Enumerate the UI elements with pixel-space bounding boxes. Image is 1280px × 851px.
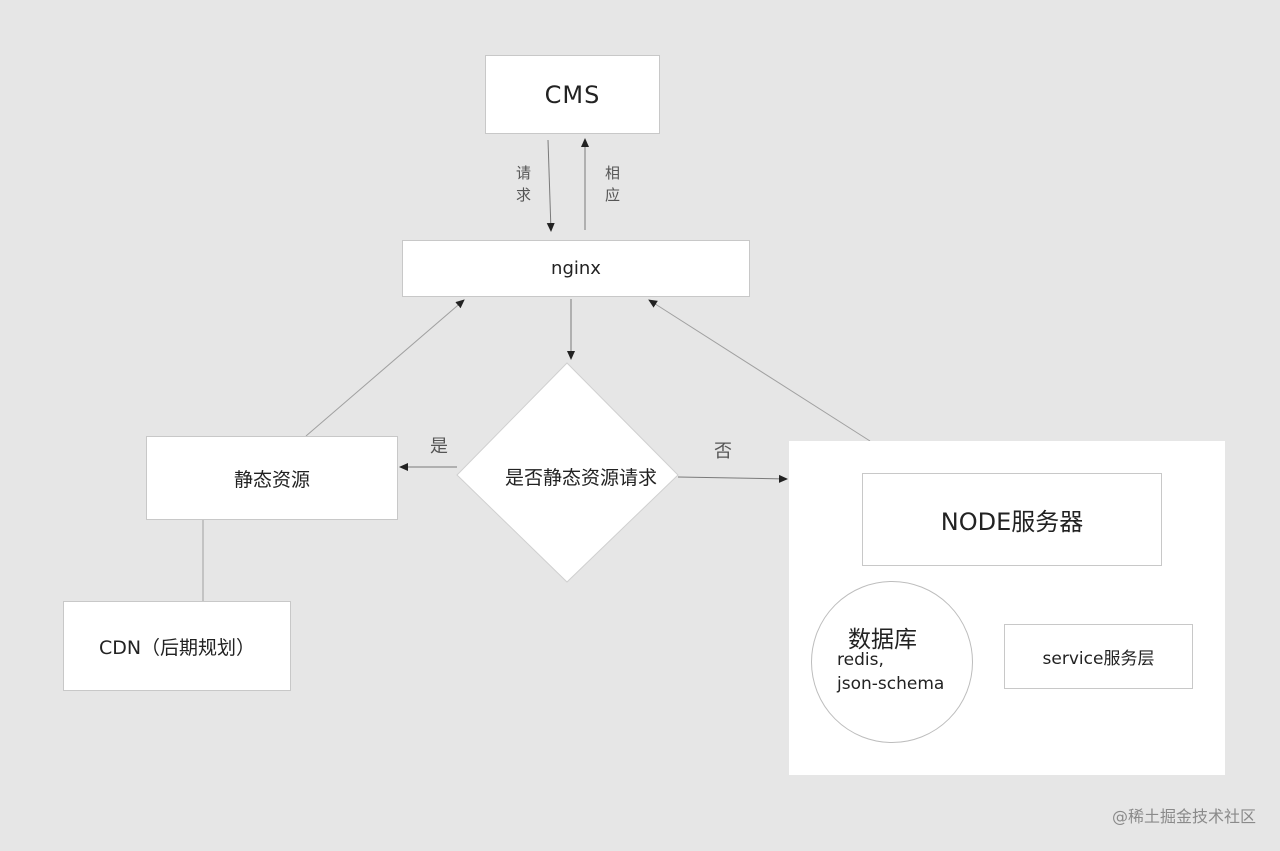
static-resource-node: 静态资源 — [146, 436, 398, 520]
decision-label: 是否静态资源请求 — [504, 467, 657, 489]
edge-request — [546, 139, 555, 232]
edge-static-nginx — [305, 299, 465, 437]
cdn-label: CDN（后期规划） — [98, 636, 256, 659]
node-server-node: NODE服务器 — [862, 473, 1162, 566]
edge-label-yes: 是 — [430, 436, 448, 457]
cms-label: CMS — [544, 80, 601, 109]
cms-node: CMS — [485, 55, 660, 134]
edge-no — [677, 474, 788, 483]
edge-label-no: 否 — [714, 441, 732, 462]
database-label: 数据库 — [848, 627, 917, 653]
database-sub-label-json-schema: json-schema — [837, 674, 945, 694]
service-layer-node: service服务层 — [1004, 624, 1193, 689]
nginx-node: nginx — [402, 240, 750, 297]
database-node — [811, 581, 973, 743]
nginx-label: nginx — [551, 258, 601, 279]
cdn-node: CDN（后期规划） — [63, 601, 291, 691]
edge-label-response: 相应 — [605, 164, 621, 204]
database-sub-label-redis: redis, — [837, 650, 884, 670]
node-server-label: NODE服务器 — [940, 508, 1084, 536]
watermark: @稀土掘金技术社区 — [1111, 807, 1256, 826]
service-layer-label: service服务层 — [1042, 649, 1155, 669]
decision-diamond — [456, 362, 679, 583]
static-resource-label: 静态资源 — [233, 468, 310, 491]
edge-node-nginx — [648, 299, 871, 442]
edge-label-request: 请求 — [516, 164, 532, 204]
